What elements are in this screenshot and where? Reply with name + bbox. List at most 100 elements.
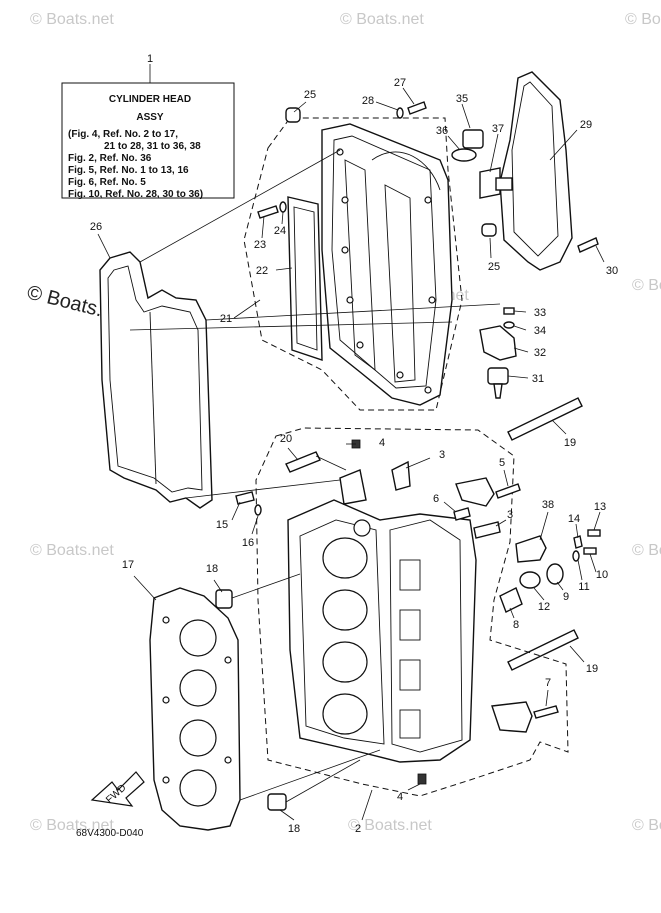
callout-3-lower: 3 [507, 509, 513, 521]
legend-title-line2: ASSY [136, 112, 164, 123]
leader-22 [275, 267, 293, 271]
assembly-lines [129, 149, 501, 803]
leader-37 [489, 133, 499, 173]
callout-8: 8 [513, 619, 519, 631]
leader-28 [375, 101, 399, 111]
callout-37: 37 [492, 123, 504, 135]
callout-33: 33 [534, 307, 546, 319]
watermark-bottom-right: © Boats.net [632, 817, 661, 834]
cover-rib-1 [344, 159, 376, 371]
leader-16 [251, 515, 259, 535]
legend-line-6: Fig. 10, Ref. No. 28, 30 to 36) [68, 189, 203, 200]
callout-15: 15 [216, 519, 228, 531]
leader-14 [575, 523, 579, 539]
leader-35 [461, 103, 471, 129]
cylinder-head-2 [287, 499, 477, 763]
leader-19-upper [551, 419, 567, 435]
washer-34 [503, 321, 515, 329]
bushing-8 [499, 587, 523, 613]
leader-3-upper [405, 457, 431, 469]
bolt-15 [235, 491, 255, 505]
sensor-38 [515, 535, 547, 563]
gasket-bore-3 [179, 719, 217, 757]
leader-27 [402, 87, 415, 105]
leader-18-upper [213, 579, 223, 593]
leader-21 [233, 299, 261, 319]
cover-gasket-26 [99, 251, 213, 509]
washer-11 [572, 550, 580, 562]
callout-29: 29 [580, 119, 592, 131]
callout-19-lower: 19 [586, 663, 598, 675]
clamp-5 [455, 477, 495, 507]
callout-11: 11 [578, 581, 589, 593]
sensor-31-tip [493, 383, 503, 399]
watermark-mid-right: © Boats.net [632, 277, 661, 294]
bracket-29 [499, 71, 573, 271]
callout-31: 31 [532, 373, 544, 385]
legend-frame [61, 82, 235, 199]
cover-bolt-hole [396, 371, 404, 379]
watermark-top-center: © Boats.net [340, 11, 424, 28]
cover-bolt-hole [341, 246, 349, 254]
leader-12 [533, 587, 545, 601]
combustion-chamber-2 [322, 589, 368, 631]
bolt-23 [257, 205, 279, 219]
callout-22: 22 [256, 265, 268, 277]
grommet-25-lower [481, 223, 497, 237]
assembly-line [315, 455, 347, 471]
leader-25-lower [489, 237, 492, 259]
watermark-top-right: © Boats.net [625, 11, 661, 28]
bolt-27 [407, 101, 427, 115]
head-port-3 [399, 659, 421, 691]
leader-5 [503, 469, 509, 487]
leader-15 [231, 501, 241, 521]
cover-gasket-inner [293, 206, 318, 351]
gasket-bore-4 [179, 769, 217, 807]
legend-box: CYLINDER HEAD ASSY (Fig. 4, Ref. No. 2 t… [61, 64, 235, 200]
bolt-33 [503, 307, 515, 315]
clamp-7 [491, 701, 533, 733]
callout-labels: 1 2 3 3 4 4 5 6 7 8 9 10 11 12 13 14 15 … [90, 53, 618, 835]
cover-bolt-hole [424, 196, 432, 204]
bolt-19-upper [507, 397, 583, 441]
leader-4-lower [407, 783, 421, 791]
legend-line-5: Fig. 6, Ref. No. 5 [68, 177, 146, 188]
leader-24 [281, 211, 284, 225]
combustion-chamber-1 [322, 537, 368, 579]
leader-20 [287, 447, 299, 461]
cover-bolt-hole [428, 296, 436, 304]
sensor-group [479, 307, 517, 399]
watermark-bottom-center: © Boats.net [348, 817, 432, 834]
combustion-chamber-4 [322, 693, 368, 735]
assembly-line [239, 749, 381, 801]
forward-arrow-icon: FWD [90, 771, 145, 807]
watermark-bottom-left: © Boats.net [30, 817, 114, 834]
seal-9 [546, 563, 564, 585]
leader-2 [361, 789, 373, 821]
cover-group-boundary [243, 117, 463, 411]
callout-6: 6 [433, 493, 439, 505]
callout-5: 5 [499, 457, 505, 469]
callout-25-upper: 25 [304, 89, 316, 101]
bolt-6 [453, 507, 471, 521]
callout-16: 16 [242, 537, 254, 549]
cover-top-curve [371, 151, 441, 191]
cover-bolt-hole [356, 341, 364, 349]
cover-bolt-hole [341, 196, 349, 204]
legend-line-3: Fig. 2, Ref. No. 36 [68, 153, 152, 164]
dowel-3-lower [473, 521, 501, 539]
leader-36 [447, 135, 461, 151]
leader-33 [513, 310, 527, 313]
watermark-low-right: © Boats.net [632, 542, 661, 559]
bolt-30 [577, 237, 599, 253]
callout-1: 1 [147, 53, 153, 65]
head-port-2 [399, 609, 421, 641]
leader-13 [593, 511, 601, 531]
leader-11 [577, 559, 583, 581]
callout-30: 30 [606, 265, 618, 277]
grommet-25-upper [285, 107, 301, 123]
callout-14: 14 [568, 513, 580, 525]
callout-28: 28 [362, 95, 374, 107]
head-boss [339, 469, 367, 505]
